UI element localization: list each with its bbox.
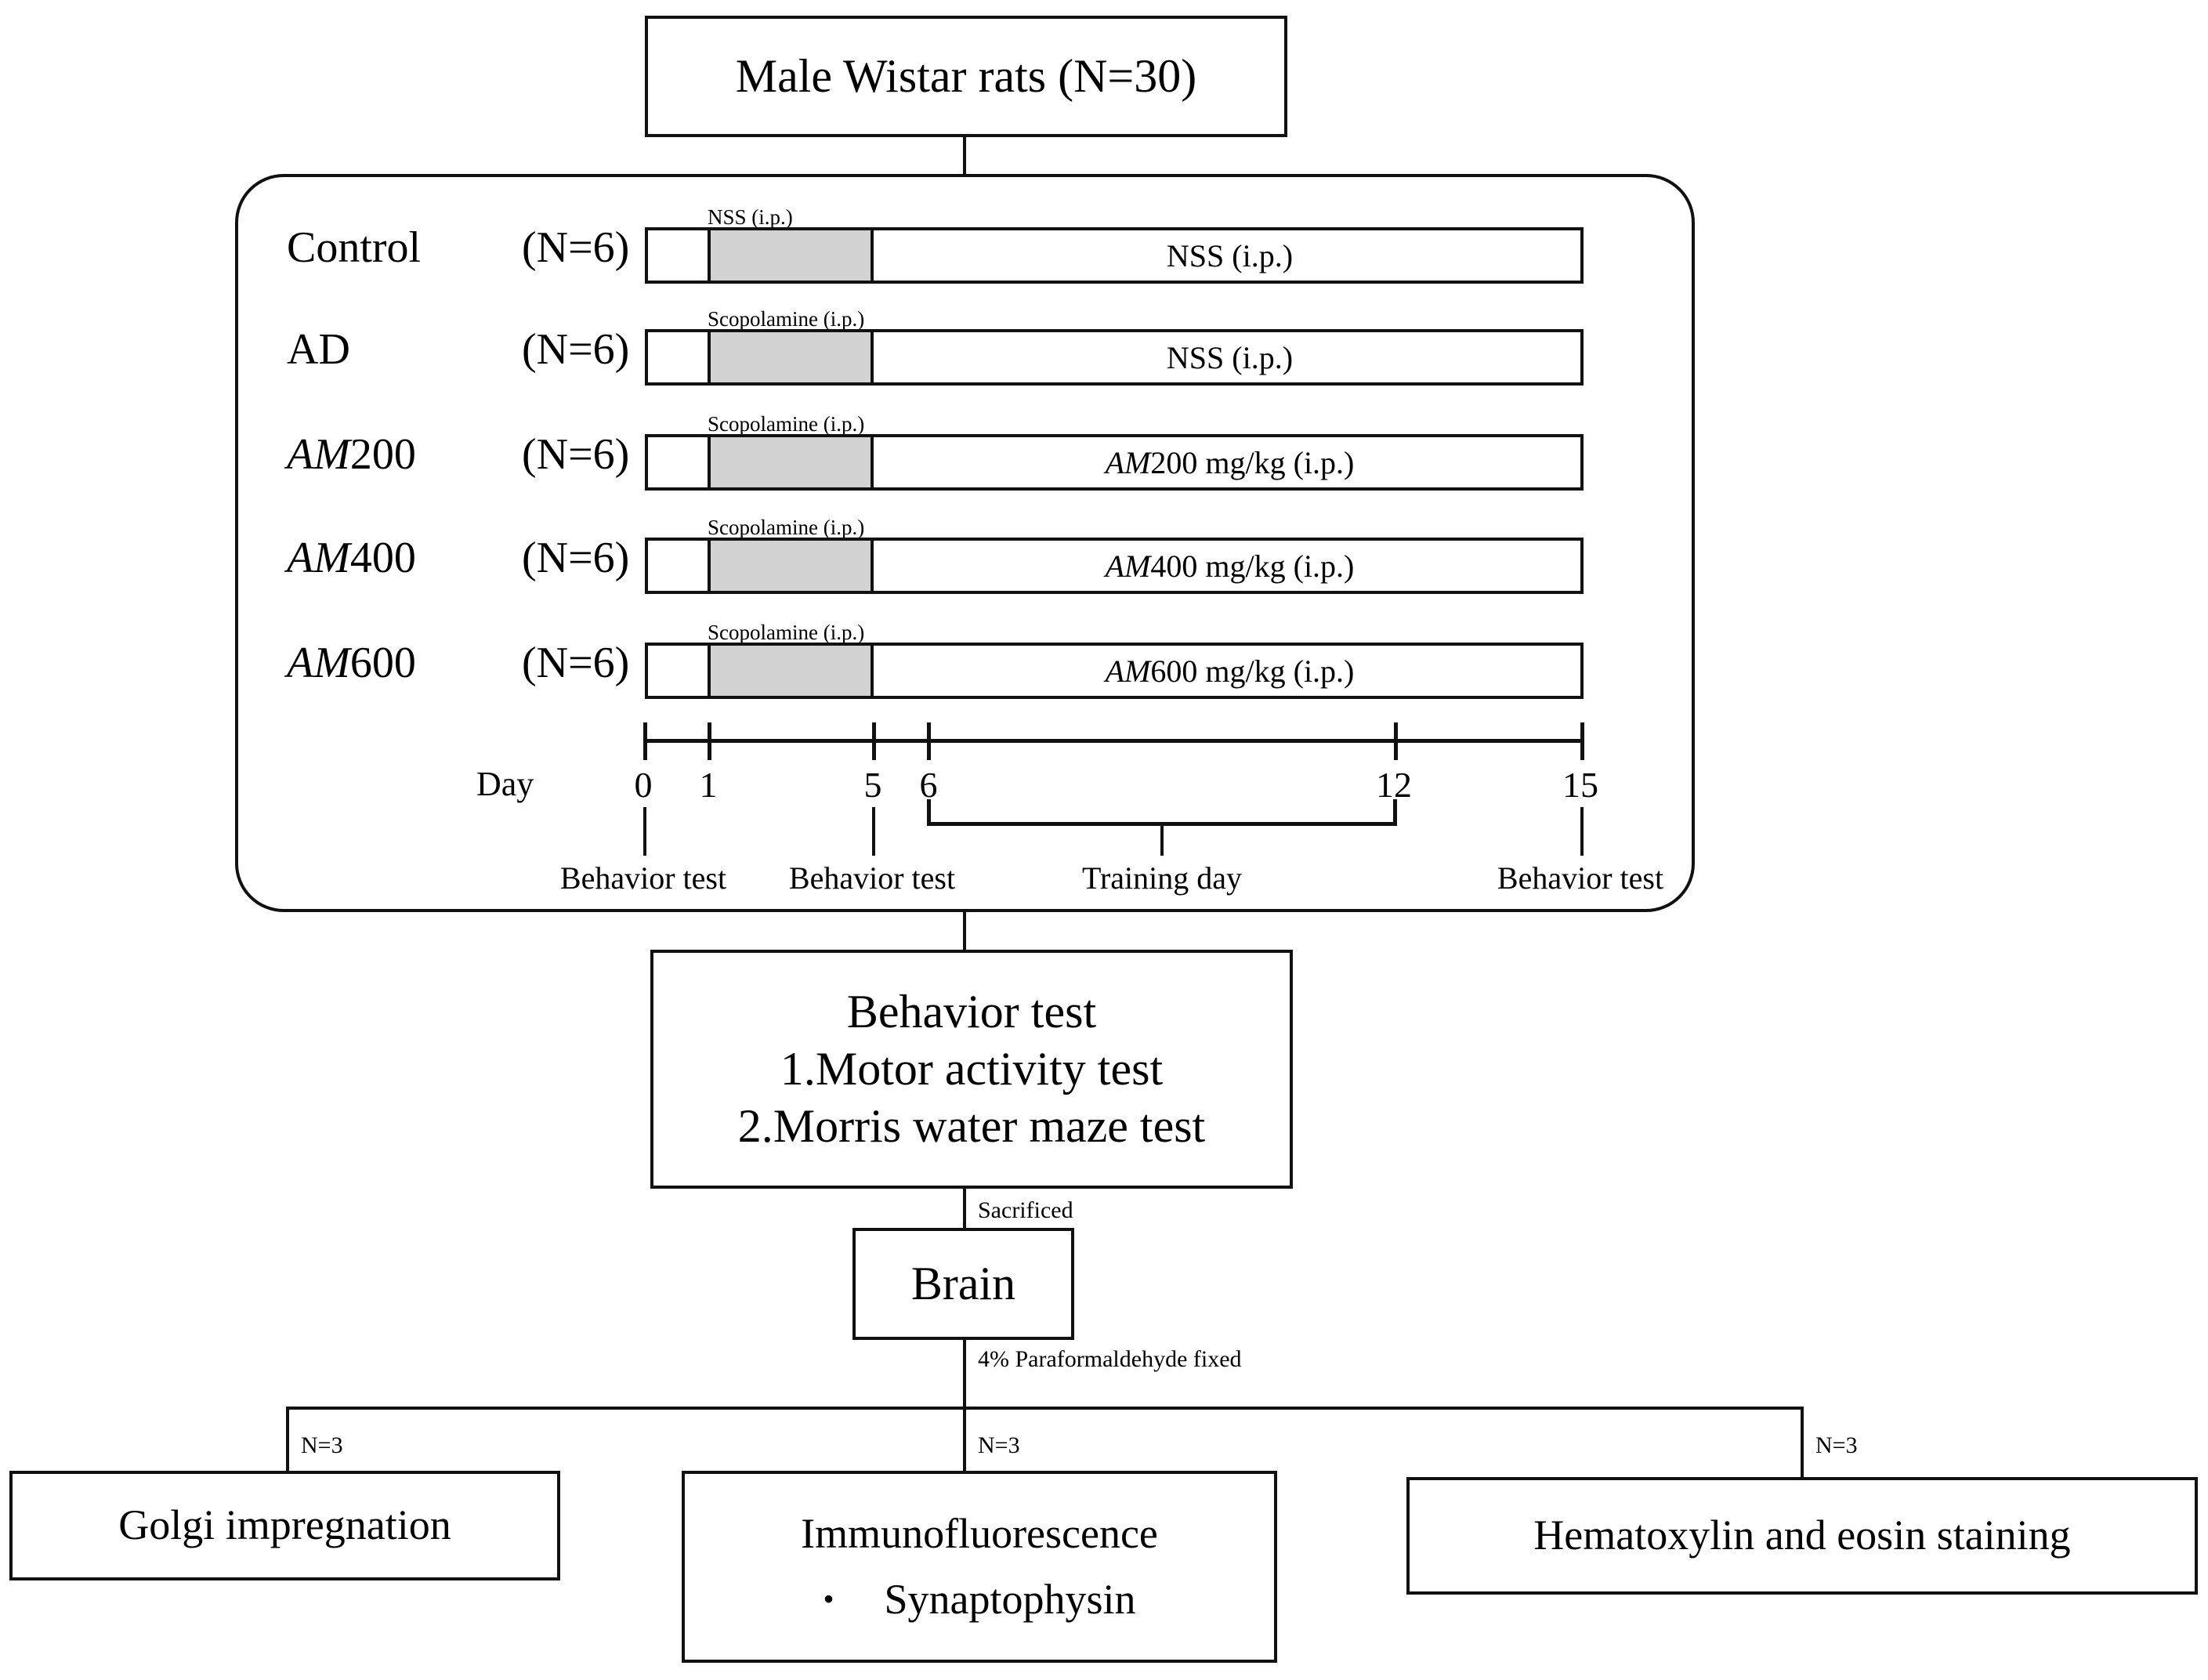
axis-tick-label-6: 6 <box>919 765 938 805</box>
group-name-prefix-am400: AM <box>287 534 350 582</box>
axis-tick-label-5: 5 <box>863 765 882 805</box>
bar-treatment-prefix-am600: AM <box>1105 653 1151 689</box>
brain-box: Brain <box>852 1228 1074 1340</box>
connector-brain-to-distributor <box>963 1340 966 1408</box>
branch-count-he-staining: N=3 <box>1815 1432 1858 1458</box>
pre-treatment-label-am400: Scopolamine (i.p.) <box>708 516 865 539</box>
bar-treatment-prefix-am200: AM <box>1105 444 1151 480</box>
behavior-test-title: Behavior test <box>846 985 1097 1037</box>
training-day-bracket-stem <box>1160 824 1164 856</box>
timeline-bar-ad <box>645 329 1584 386</box>
group-name-prefix-am600: AM <box>287 639 350 687</box>
event-label-behavior-test-day-15: Behavior test <box>1497 860 1664 896</box>
outcome-title-he-staining: Hematoxylin and eosin staining <box>1533 1512 2071 1559</box>
bar-segment-scopolamine-am600 <box>708 646 874 696</box>
bar-treatment-label-am200: AM 200 mg/kg (i.p.) <box>876 434 1584 491</box>
axis-tick-label-15: 15 <box>1562 765 1598 805</box>
branch-count-immunofluorescence: N=3 <box>978 1432 1020 1458</box>
group-n-control: (N=6) <box>522 223 630 272</box>
group-row-label-am200: AM200 (N=6) <box>287 433 639 476</box>
event-label-behavior-test-day-0: Behavior test <box>559 860 727 896</box>
bar-treatment-text-am600: 600 mg/kg (i.p.) <box>1150 653 1355 689</box>
bar-treatment-prefix-am400: AM <box>1105 548 1151 584</box>
connector-drop-he-staining <box>1801 1407 1804 1477</box>
group-n-ad: (N=6) <box>522 325 630 374</box>
event-label-training-day: Training day <box>1081 860 1243 896</box>
outcome-title-immunofluorescence: Immunofluorescence <box>801 1509 1158 1557</box>
axis-tick-day-6 <box>927 722 931 760</box>
axis-tick-day-12 <box>1394 722 1398 760</box>
connector-top-to-container <box>963 137 966 176</box>
event-stem-day-15 <box>1580 807 1584 856</box>
fixation-label: 4% Paraformaldehyde fixed <box>978 1346 1242 1372</box>
group-name-ad: AD <box>287 325 350 374</box>
bullet-point-icon: • <box>823 1581 834 1617</box>
bar-segment-scopolamine-control <box>708 230 874 281</box>
brain-box-label: Brain <box>910 1257 1016 1309</box>
group-row-label-am400: AM400 (N=6) <box>287 536 639 580</box>
event-stem-day-0 <box>643 807 646 856</box>
timeline-bar-am200 <box>645 434 1584 491</box>
group-row-label-ad: AD (N=6) <box>287 328 639 371</box>
top-box-male-wistar-rats: Male Wistar rats (N=30) <box>645 16 1287 137</box>
group-name-am400: 400 <box>349 534 416 582</box>
bar-treatment-text-am400: 400 mg/kg (i.p.) <box>1150 548 1355 584</box>
behavior-test-box: Behavior test 1.Motor activity test 2.Mo… <box>650 950 1293 1189</box>
bar-treatment-label-control: NSS (i.p.) <box>876 227 1584 284</box>
connector-behavior-to-brain <box>963 1189 966 1228</box>
timeline-bar-am400 <box>645 538 1584 594</box>
axis-tick-day-5 <box>872 722 876 760</box>
pre-treatment-label-am200: Scopolamine (i.p.) <box>708 412 865 436</box>
bar-treatment-label-am600: AM 600 mg/kg (i.p.) <box>876 643 1584 699</box>
bar-segment-scopolamine-am200 <box>708 437 874 487</box>
bar-segment-scopolamine-ad <box>708 332 874 382</box>
group-name-control: Control <box>287 223 422 272</box>
connector-drop-immunofluorescence <box>963 1407 966 1471</box>
axis-tick-label-12: 12 <box>1376 765 1412 805</box>
timeline-bar-control <box>645 227 1584 284</box>
group-name-prefix-am200: AM <box>287 430 350 479</box>
bar-treatment-label-ad: NSS (i.p.) <box>876 329 1584 386</box>
top-box-label: Male Wistar rats (N=30) <box>735 49 1197 102</box>
group-row-label-am600: AM600 (N=6) <box>287 641 639 685</box>
bar-treatment-text-ad: NSS (i.p.) <box>1166 339 1294 375</box>
pre-treatment-label-am600: Scopolamine (i.p.) <box>708 621 865 644</box>
axis-tick-day-1 <box>708 722 711 760</box>
group-n-am200: (N=6) <box>522 430 630 479</box>
bar-treatment-text-am200: 200 mg/kg (i.p.) <box>1150 444 1355 480</box>
outcome-box-he-staining: Hematoxylin and eosin staining <box>1406 1477 2198 1595</box>
timeline-axis-line <box>645 739 1584 743</box>
bar-treatment-label-am400: AM 400 mg/kg (i.p.) <box>876 538 1584 594</box>
outcome-bullet-row-synaptophysin: • Synaptophysin <box>823 1574 1135 1626</box>
pre-treatment-label-control: NSS (i.p.) <box>708 205 793 229</box>
branch-count-golgi: N=3 <box>301 1432 343 1458</box>
axis-tick-day-15 <box>1580 722 1584 760</box>
timeline-bar-am600 <box>645 643 1584 699</box>
connector-drop-golgi <box>286 1407 289 1471</box>
behavior-test-item-2: 2.Morris water maze test <box>737 1100 1206 1153</box>
connector-container-to-behavior-box <box>963 912 966 950</box>
outcome-box-golgi-impregnation: Golgi impregnation <box>9 1471 560 1580</box>
sacrificed-label: Sacrificed <box>978 1197 1073 1223</box>
axis-tick-label-1: 1 <box>699 765 718 805</box>
group-n-am600: (N=6) <box>522 639 630 687</box>
pre-treatment-label-ad: Scopolamine (i.p.) <box>708 307 865 331</box>
behavior-test-item-1: 1.Motor activity test <box>780 1042 1164 1095</box>
distributor-bar <box>286 1407 1804 1410</box>
outcome-box-immunofluorescence: Immunofluorescence • Synaptophysin <box>682 1471 1277 1663</box>
axis-tick-day-0 <box>643 722 647 760</box>
training-day-bracket <box>927 799 1397 826</box>
bar-treatment-text-control: NSS (i.p.) <box>1166 237 1294 273</box>
axis-title-day: Day <box>476 765 534 803</box>
group-name-am600: 600 <box>349 639 416 687</box>
outcome-bullet-synaptophysin: Synaptophysin <box>884 1575 1136 1623</box>
group-name-am200: 200 <box>349 430 416 479</box>
axis-tick-label-0: 0 <box>634 765 653 805</box>
event-stem-day-5 <box>872 807 875 856</box>
group-row-label-control: Control (N=6) <box>287 226 639 270</box>
bar-segment-scopolamine-am400 <box>708 541 874 591</box>
group-n-am400: (N=6) <box>522 534 630 582</box>
event-label-behavior-test-day-5: Behavior test <box>788 860 956 896</box>
outcome-title-golgi: Golgi impregnation <box>118 1501 451 1549</box>
